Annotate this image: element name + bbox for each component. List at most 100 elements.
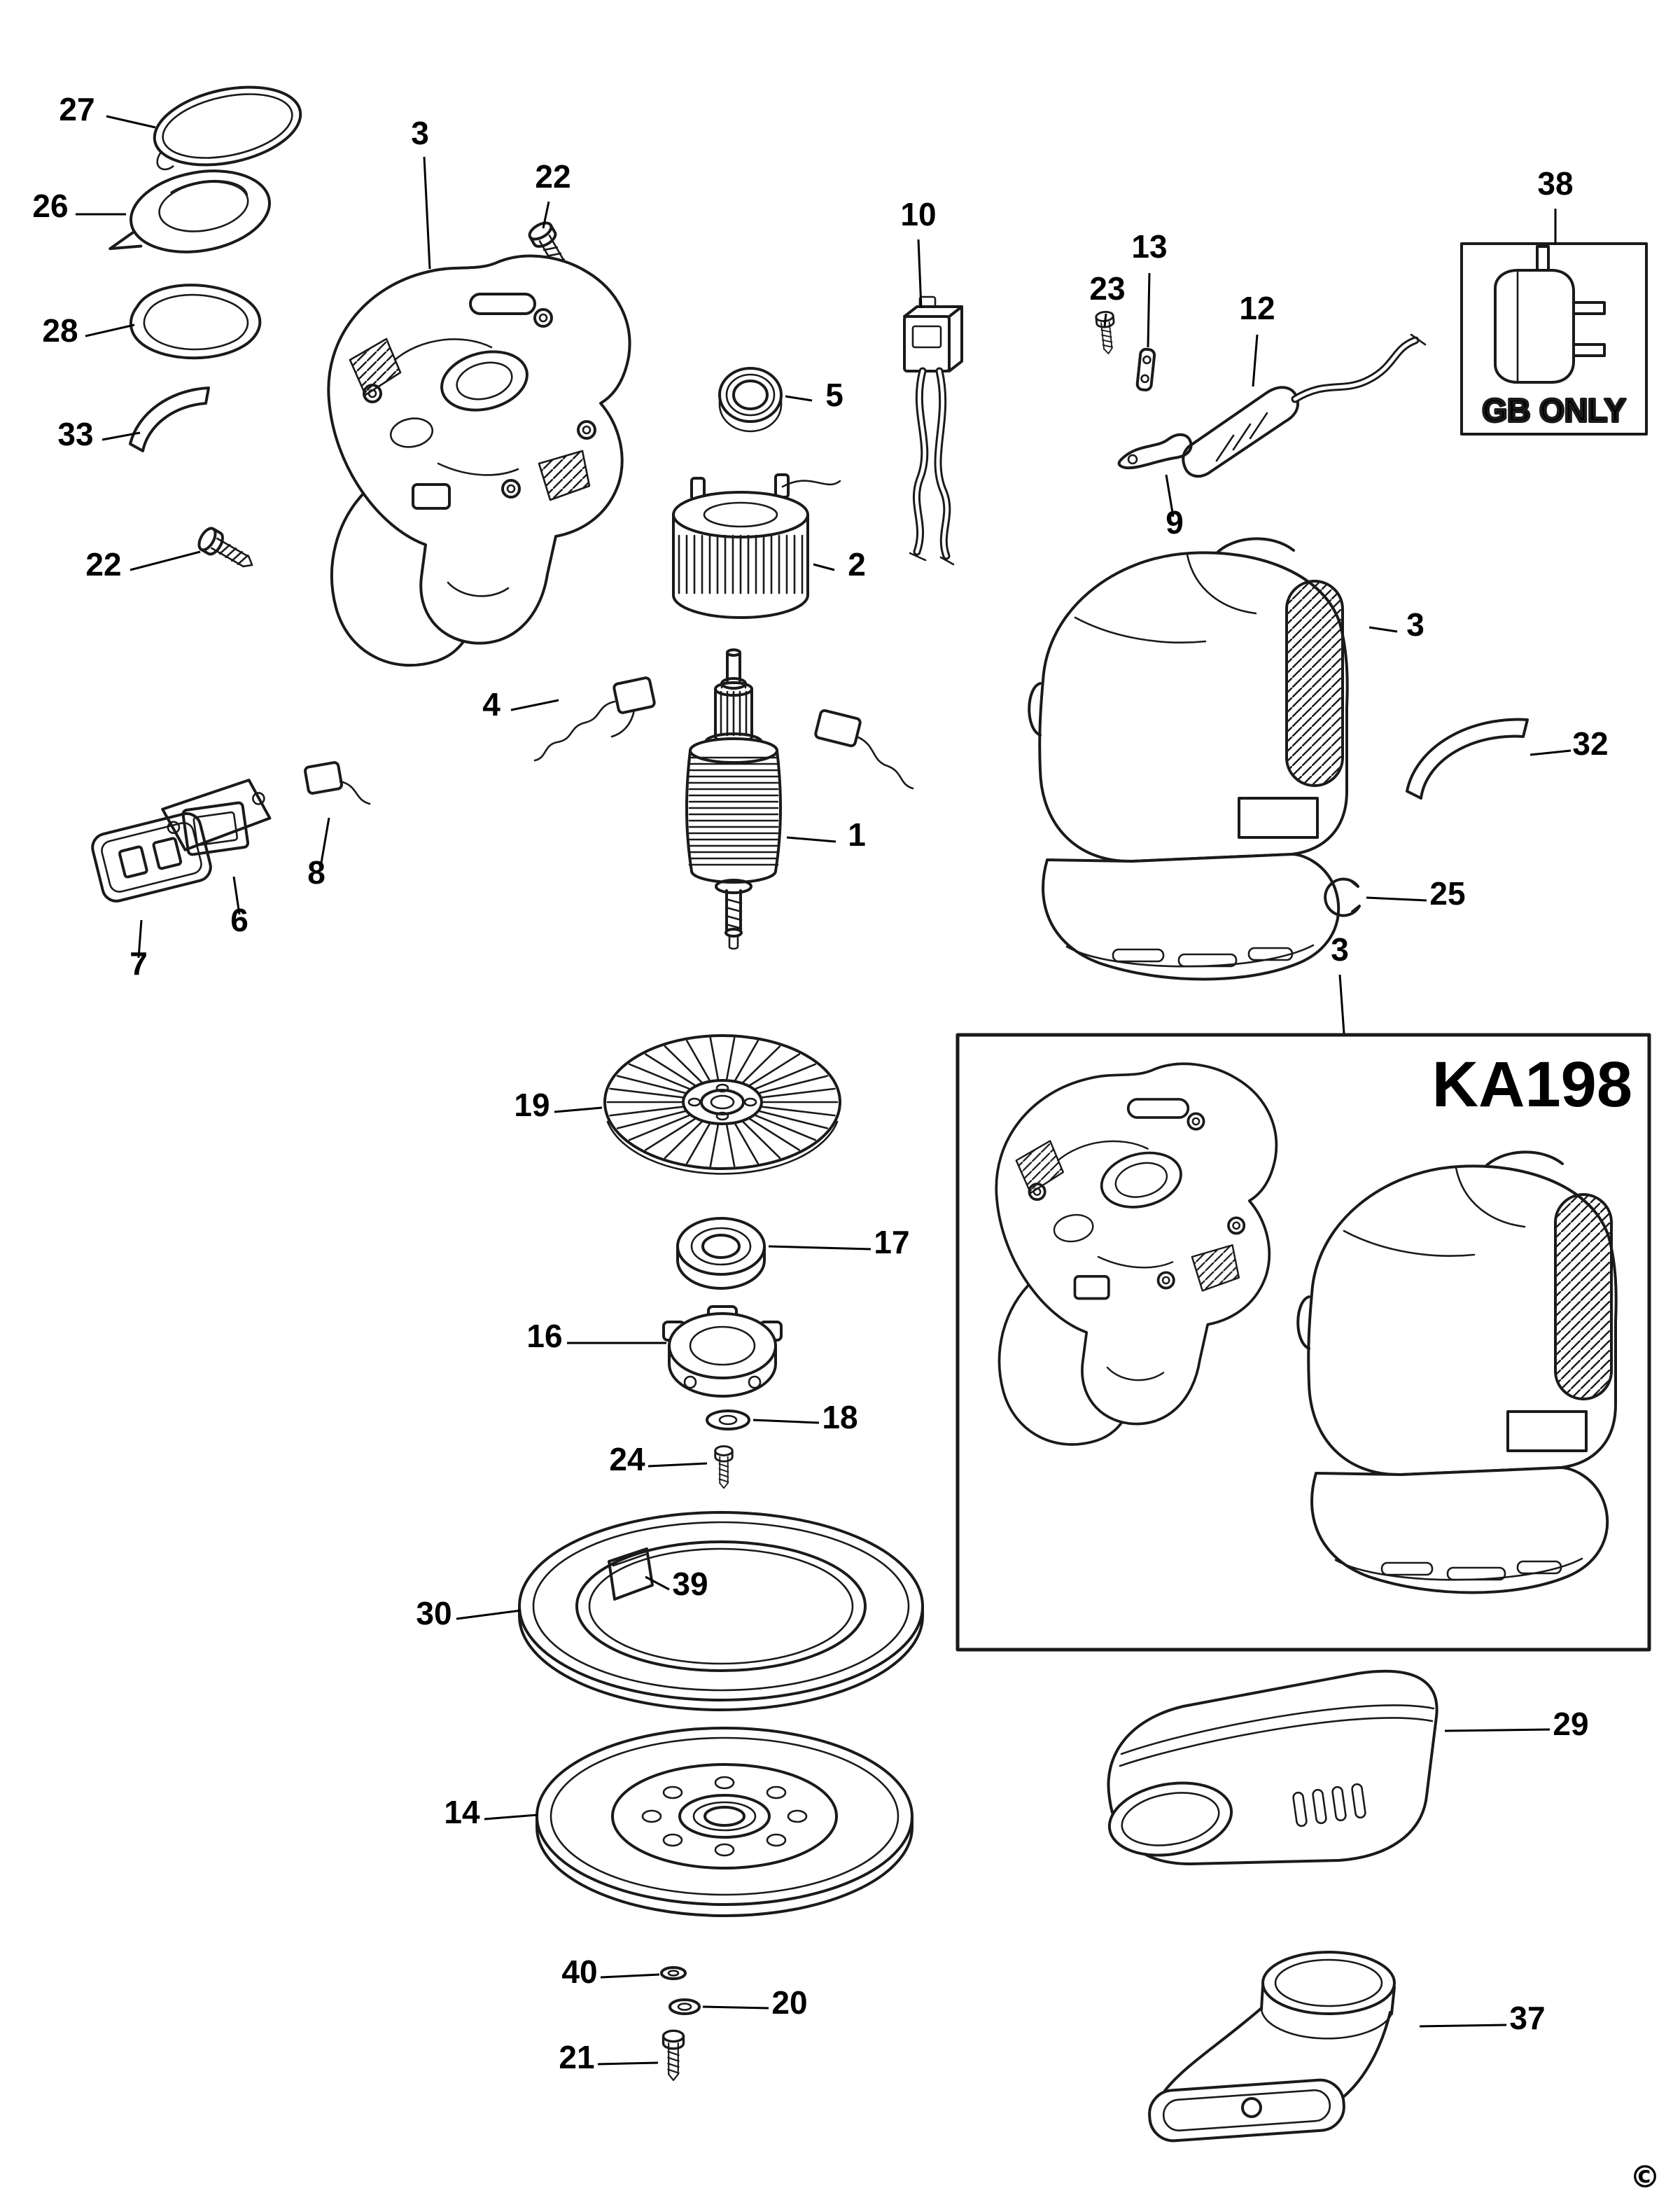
part-platen-14 xyxy=(536,1727,913,1917)
part-plate-13 xyxy=(1135,347,1156,391)
fan-blade-line xyxy=(686,1040,711,1082)
fan-blade-line xyxy=(709,1123,720,1167)
leader-line xyxy=(645,1575,670,1591)
part-screw-21 xyxy=(662,2029,685,2082)
part-number-label: 18 xyxy=(822,1399,858,1435)
part-number-label: 6 xyxy=(230,902,248,938)
fan-blade-line xyxy=(616,1110,687,1129)
fan-blade-line xyxy=(664,1120,704,1159)
leader-line xyxy=(648,1462,708,1468)
leader-line xyxy=(1366,896,1427,902)
model-label: KA198 xyxy=(1432,1049,1632,1120)
part-fan-19 xyxy=(603,1034,841,1175)
part-number-label: 21 xyxy=(559,2039,594,2075)
part-number-label: 2 xyxy=(848,546,866,583)
part-number-label: 4 xyxy=(482,686,500,723)
part-dust-cap-26 xyxy=(108,169,271,253)
part-bearing-5 xyxy=(718,367,783,433)
fan-blade-line xyxy=(686,1122,711,1164)
part-number-label: 3 xyxy=(411,115,429,151)
part-field-2 xyxy=(672,473,841,619)
part-number-label: 23 xyxy=(1089,270,1125,307)
leader-line xyxy=(85,323,135,337)
leader-line xyxy=(1444,1728,1550,1732)
part-number-label: 5 xyxy=(825,377,844,413)
fan-blade-line xyxy=(725,1037,736,1081)
leader-line xyxy=(1530,749,1572,756)
part-number-label: 20 xyxy=(771,1984,807,2021)
fan-blade-line xyxy=(754,1063,816,1090)
leader-line xyxy=(600,1973,660,1979)
fan-blade-line xyxy=(709,1037,720,1081)
leader-line xyxy=(785,395,813,402)
fan-blade-line xyxy=(644,1118,696,1151)
part-screw-22-left xyxy=(194,524,260,577)
leader-line xyxy=(423,156,431,270)
part-liner-32 xyxy=(1406,718,1529,800)
part-number-label: 22 xyxy=(85,546,121,583)
part-clip-25 xyxy=(1324,877,1361,917)
part-washer-20 xyxy=(668,1998,701,2015)
part-wedge-39 xyxy=(608,1547,654,1601)
part-switch-7 xyxy=(91,812,212,903)
part-skirt-30 xyxy=(518,1511,924,1711)
leader-line xyxy=(917,239,923,309)
part-number-label: 28 xyxy=(42,312,78,349)
leader-line xyxy=(752,1419,820,1424)
leader-line xyxy=(1252,334,1259,387)
part-number-label: 8 xyxy=(307,854,326,891)
fan-blade-line xyxy=(748,1118,801,1151)
fan-blade-line xyxy=(629,1114,691,1141)
part-number-label: 22 xyxy=(535,158,570,195)
part-number-label: 24 xyxy=(609,1441,645,1477)
part-number-label: 19 xyxy=(514,1087,550,1123)
fan-blade-line xyxy=(758,1075,829,1094)
fan-blade-line xyxy=(644,1053,696,1087)
leader-line xyxy=(232,876,241,915)
part-number-label: 25 xyxy=(1429,875,1465,912)
part-number-label: 1 xyxy=(848,816,866,853)
part-number-label: 38 xyxy=(1537,165,1573,202)
part-switch-module-10 xyxy=(903,295,963,566)
part-brush-assembly-right xyxy=(814,709,914,790)
part-number-label: 16 xyxy=(526,1318,562,1354)
fan-blade-line xyxy=(754,1114,816,1141)
part-bearing-17 xyxy=(676,1217,766,1290)
fan-blade-line xyxy=(616,1075,687,1094)
leader-line xyxy=(319,817,330,868)
leader-line xyxy=(786,836,836,843)
leader-line xyxy=(484,1813,538,1820)
fan-blade-line xyxy=(761,1106,836,1117)
leader-line xyxy=(1368,626,1398,633)
fan-blade-line xyxy=(741,1045,781,1084)
leader-line xyxy=(1147,272,1151,348)
leader-line xyxy=(542,201,550,229)
part-number-label: 14 xyxy=(444,1794,480,1830)
leader-line xyxy=(106,115,156,129)
fan-blade-line xyxy=(609,1087,684,1099)
part-number-label: 30 xyxy=(416,1595,451,1631)
fan-blade-line xyxy=(761,1087,836,1099)
part-number-label: 9 xyxy=(1166,504,1184,541)
part-seal-ring-27 xyxy=(153,85,302,171)
part-washer-18 xyxy=(706,1409,750,1430)
part-brush-assembly-4 xyxy=(533,676,656,762)
part-number-label: 26 xyxy=(32,188,68,224)
part-dust-canister-29 xyxy=(1107,1669,1438,1865)
part-number-label: 27 xyxy=(59,91,94,127)
part-number-label: 39 xyxy=(672,1566,708,1602)
part-cord-guard-12 xyxy=(1182,333,1427,478)
part-number-label: 17 xyxy=(874,1224,909,1260)
gb-plug-box: GB ONLY xyxy=(1460,242,1648,436)
part-number-label: 13 xyxy=(1131,228,1167,265)
part-number-label: 32 xyxy=(1572,725,1608,762)
fan-blade-line xyxy=(758,1110,829,1129)
fan-blade-line xyxy=(734,1122,759,1164)
part-housing-3-top xyxy=(327,254,631,667)
fan-blade-line xyxy=(734,1040,759,1082)
leader-line xyxy=(702,2005,769,2010)
leader-line xyxy=(510,699,559,711)
